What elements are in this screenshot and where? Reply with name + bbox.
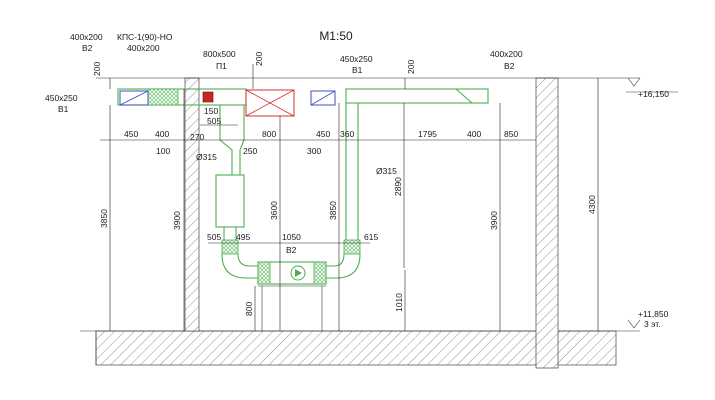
level-floor: 3 эт.	[644, 319, 661, 329]
label-b2-unit: В2	[286, 245, 297, 255]
fire-damper	[202, 91, 214, 103]
vertical-dimension-lines	[109, 64, 599, 331]
exhaust-grille-left	[119, 90, 149, 106]
label-b1-top: В1	[352, 65, 363, 75]
dim-615: 615	[364, 232, 378, 242]
dim-400-b: 400	[467, 129, 481, 139]
dim-360: 360	[340, 129, 354, 139]
floor-slab	[95, 330, 617, 366]
label-450x250-top: 450x250	[340, 54, 373, 64]
dim-2890: 2890	[393, 177, 403, 196]
dim-505-bot: 505	[207, 232, 221, 242]
dim-200-right: 200	[406, 60, 416, 74]
dim-1010: 1010	[394, 293, 404, 312]
dim-800: 800	[262, 129, 276, 139]
dim-850: 850	[504, 129, 518, 139]
dim-495: 495	[236, 232, 250, 242]
dim-3600: 3600	[269, 201, 279, 220]
dim-270: 270	[190, 132, 204, 142]
dim-1050: 1050	[282, 232, 301, 242]
dim-4300: 4300	[587, 195, 597, 214]
dim-200-left: 200	[92, 62, 102, 76]
dim-250: 250	[243, 146, 257, 156]
dim-3900-right: 3900	[489, 211, 499, 230]
supply-grille-p1	[245, 89, 295, 117]
label-kps: КПС-1(90)-НО	[117, 32, 173, 42]
column-right	[535, 77, 559, 369]
level-marker-bottom: +11,850 3 эт.	[627, 309, 669, 329]
label-400x200-right: 400x200	[490, 49, 523, 59]
exhaust-grille-mid	[310, 90, 336, 106]
dim-3850-left: 3850	[99, 209, 109, 228]
horizontal-dimension-lines	[96, 77, 640, 244]
riser-right	[343, 103, 361, 255]
level-top: +16,150	[638, 89, 669, 99]
riser-left	[215, 105, 245, 255]
scale-label: М1:50	[319, 29, 353, 43]
level-marker-top: +16,150	[626, 77, 678, 99]
dim-200-mid: 200	[254, 52, 264, 66]
label-b2-left: В2	[82, 43, 93, 53]
fan-unit-b2	[221, 253, 361, 331]
column-left	[184, 77, 200, 332]
dim-150: 150	[204, 106, 218, 116]
label-800x500: 800x500	[203, 49, 236, 59]
label-400x200-mid: 400x200	[127, 43, 160, 53]
label-450x250-left: 450x250	[45, 93, 78, 103]
dim-1795: 1795	[418, 129, 437, 139]
dim-800-v: 800	[244, 302, 254, 316]
label-400x200-b2-left: 400x200	[70, 32, 103, 42]
dim-450-a: 450	[124, 129, 138, 139]
label-b2-right: В2	[504, 61, 515, 71]
dim-100: 100	[156, 146, 170, 156]
label-d315-left: Ø315	[196, 152, 217, 162]
label-b1-left: В1	[58, 104, 69, 114]
label-p1: П1	[216, 61, 227, 71]
dim-450-b: 450	[316, 129, 330, 139]
upper-duct-right	[345, 88, 489, 104]
dim-505-top: 505	[207, 116, 221, 126]
dim-400-a: 400	[155, 129, 169, 139]
dim-300: 300	[307, 146, 321, 156]
dim-3900-left: 3900	[172, 211, 182, 230]
level-bottom: +11,850	[638, 309, 669, 319]
dim-3850-mid: 3850	[328, 201, 338, 220]
label-d315-right: Ø315	[376, 166, 397, 176]
